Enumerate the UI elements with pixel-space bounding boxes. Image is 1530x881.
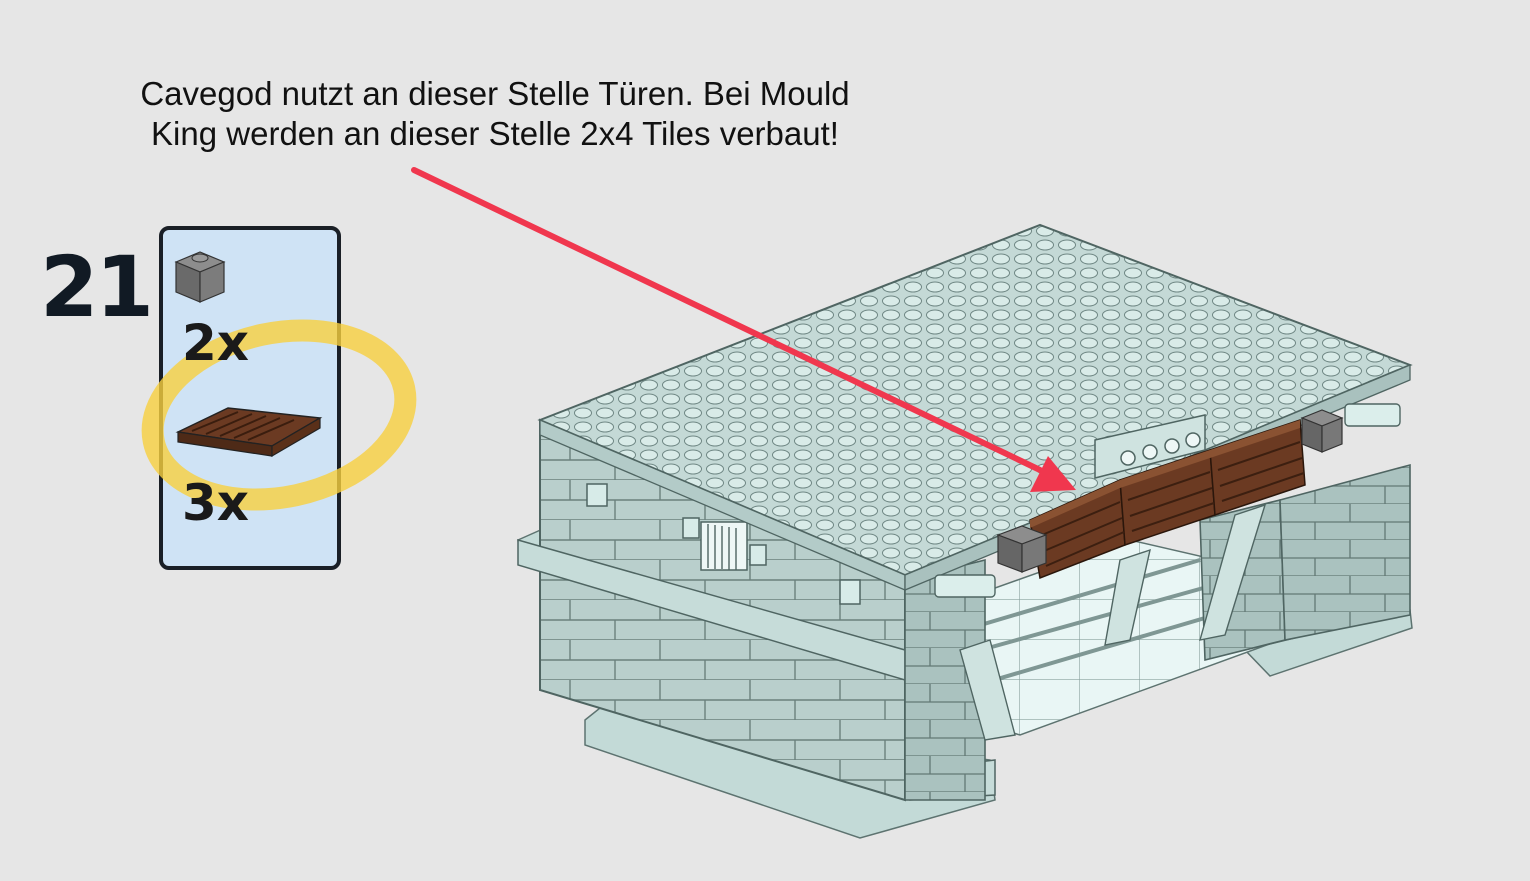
annotation-line-1: Cavegod nutzt an dieser Stelle Türen. Be… — [140, 75, 850, 112]
annotation-text: Cavegod nutzt an dieser Stelle Türen. Be… — [90, 74, 900, 154]
step-number: 21 — [40, 238, 154, 336]
pointer-arrow — [411, 167, 1076, 492]
highlight-circle — [141, 319, 417, 511]
brown-door-panels — [1029, 418, 1306, 580]
part-1x1-brick-icon — [174, 251, 226, 303]
placed-1x1-bricks — [996, 409, 1344, 573]
annotation-line-2: King werden an dieser Stelle 2x4 Tiles v… — [151, 115, 839, 152]
part-2-quantity: 3x — [182, 474, 250, 532]
lego-model — [517, 223, 1413, 839]
part-2x4-tile-icon — [175, 407, 323, 458]
part-1-quantity: 2x — [182, 314, 250, 372]
